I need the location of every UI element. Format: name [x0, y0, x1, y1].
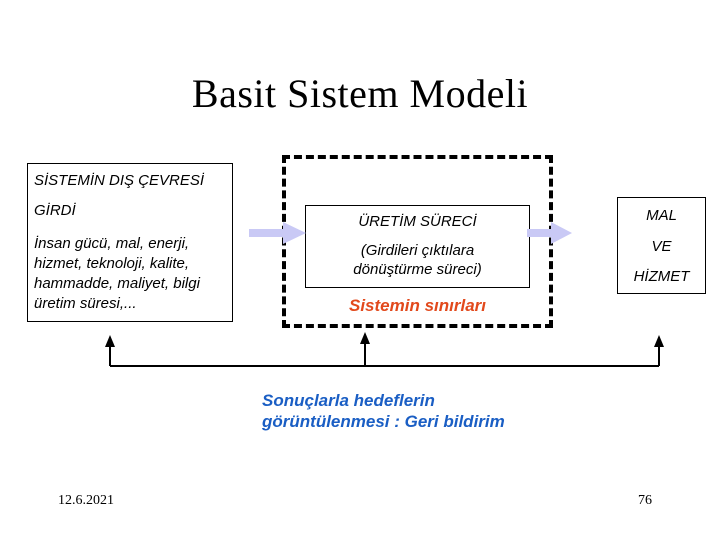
process-subtitle: (Girdileri çıktılara dönüştürme süreci)	[353, 242, 482, 278]
feedback-caption: Sonuçlarla hedeflerin görüntülenmesi : G…	[262, 391, 505, 431]
process-box: ÜRETİM SÜRECİ (Girdileri çıktılara dönüş…	[305, 205, 530, 288]
environment-input-box: SİSTEMİN DIŞ ÇEVRESİ GİRDİ İnsan gücü, m…	[27, 163, 233, 322]
footer-page-number: 76	[638, 493, 652, 508]
output-line-1: MAL	[646, 207, 677, 224]
output-line-2: VE	[651, 237, 672, 255]
environment-heading: SİSTEMİN DIŞ ÇEVRESİ	[34, 172, 205, 189]
slide-title: Basit Sistem Modeli	[191, 71, 529, 116]
output-line-3: HİZMET	[633, 268, 690, 285]
output-flow-arrow-icon	[527, 222, 572, 244]
input-heading: GİRDİ	[34, 202, 76, 219]
output-box: MAL VE HİZMET	[617, 197, 706, 294]
footer-date: 12.6.2021	[58, 493, 114, 508]
feedback-arrows-icon	[105, 332, 664, 367]
input-flow-arrow-icon	[249, 222, 306, 244]
input-items: İnsan gücü, mal, enerji, hizmet, teknolo…	[34, 235, 200, 312]
system-boundary-label: Sistemin sınırları	[349, 296, 486, 315]
process-title: ÜRETİM SÜRECİ	[358, 213, 477, 230]
